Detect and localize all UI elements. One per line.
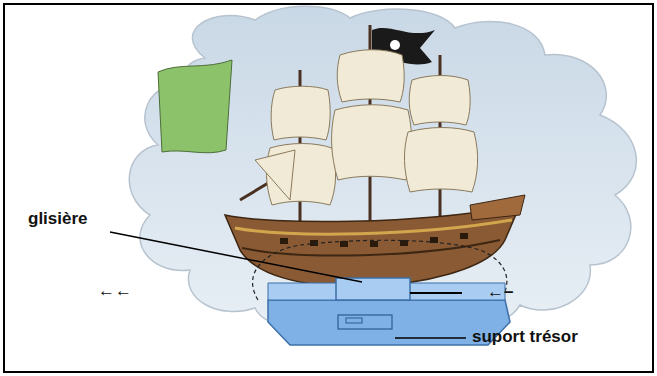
frame [4, 4, 653, 372]
cloud-background [129, 6, 636, 330]
leader-line [110, 232, 362, 282]
masts [240, 25, 440, 235]
direction-arrow: ←– [487, 283, 513, 302]
skull [390, 40, 400, 50]
green-flag [158, 60, 232, 153]
part-label: glisière [28, 210, 88, 229]
treasure-slot [338, 315, 392, 329]
slide-line [410, 292, 462, 294]
sails [255, 50, 478, 205]
direction-arrow: ←← [98, 282, 132, 301]
slider [336, 278, 410, 300]
part-label: suport trésor [472, 328, 578, 347]
dashed-outline [253, 240, 507, 300]
treasure-slot-detail [346, 318, 362, 323]
leader-line [395, 337, 466, 339]
ship-hull [225, 195, 525, 287]
